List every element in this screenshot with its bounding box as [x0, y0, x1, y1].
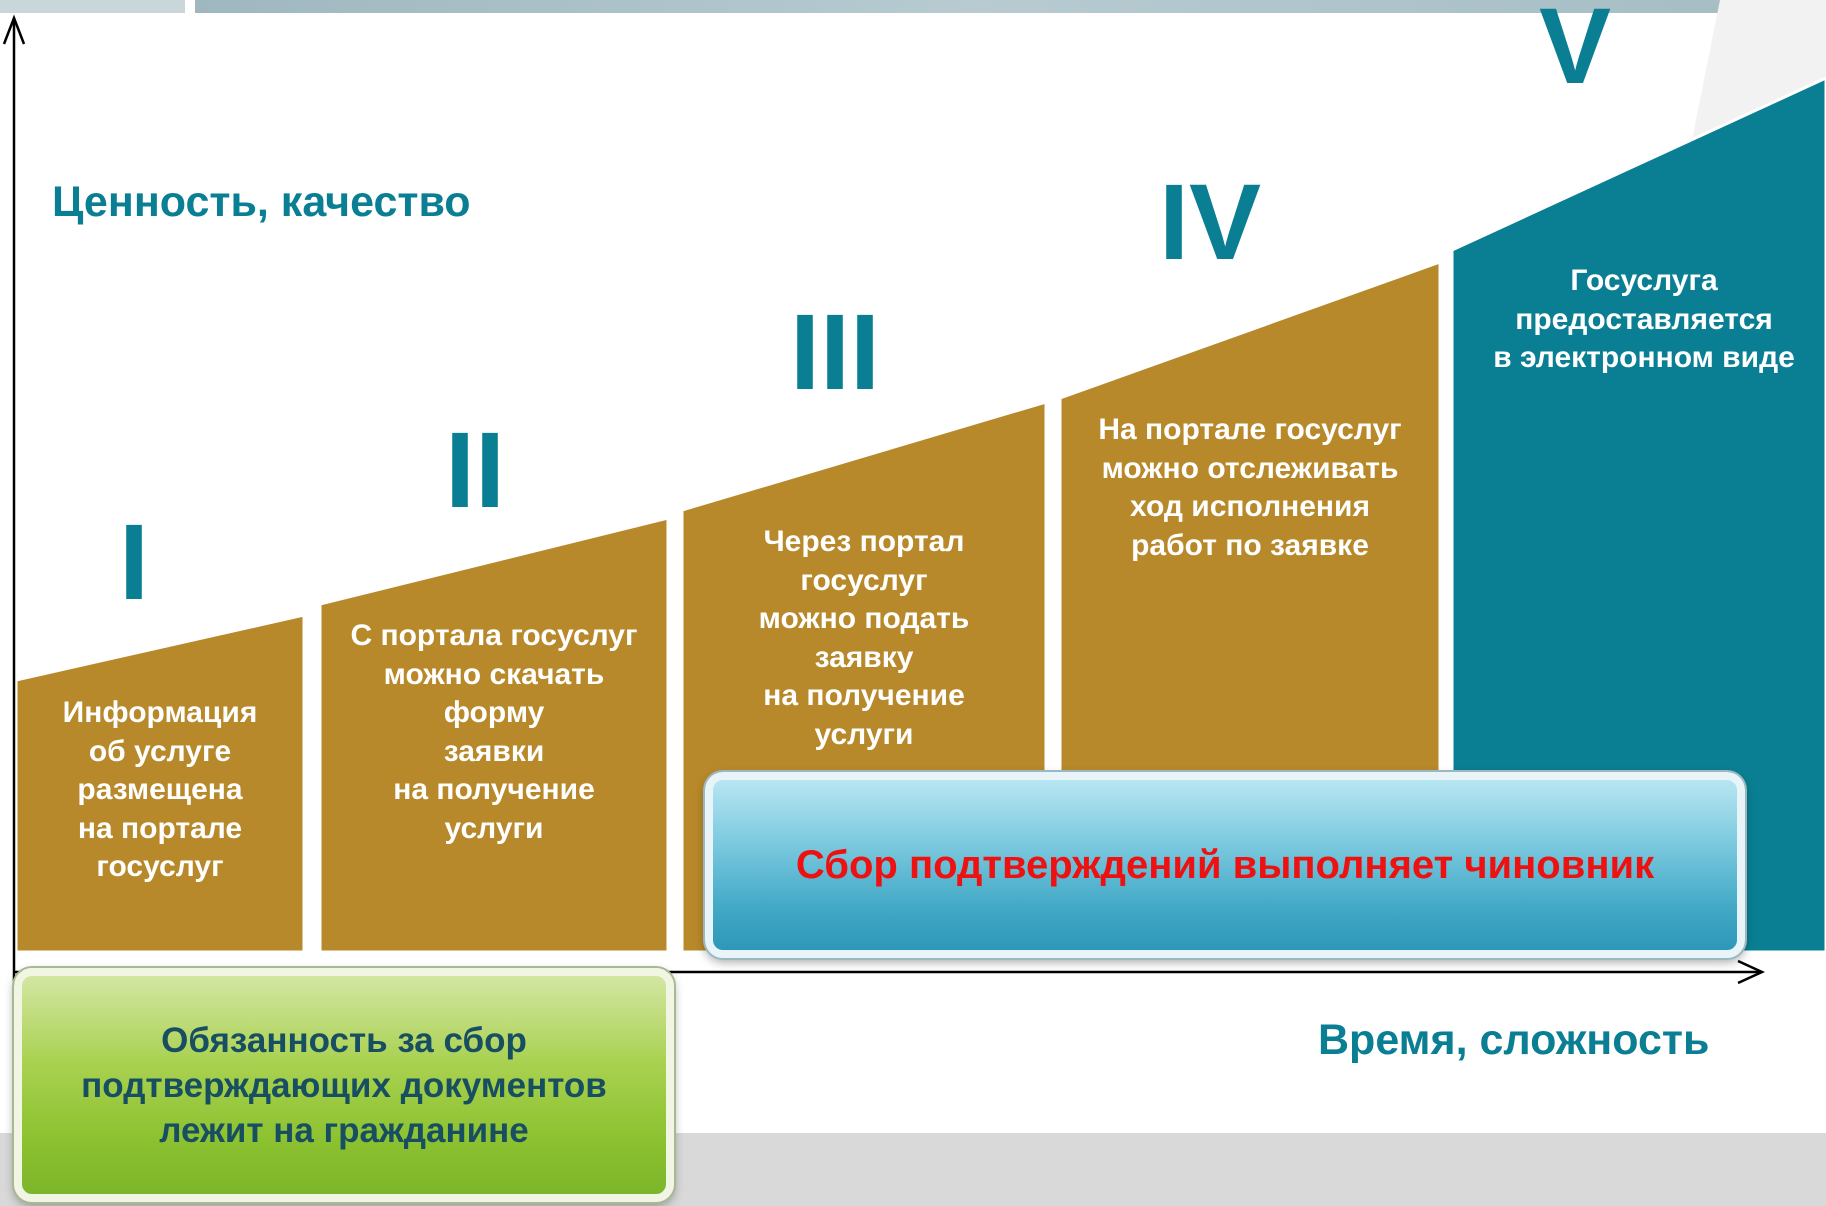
- stage-1-numeral: I: [118, 501, 149, 622]
- stage-5-numeral: V: [1538, 0, 1612, 106]
- logo-strip: [0, 0, 185, 13]
- stage-4-text: На портале госуслуг можно отслеживать хо…: [1098, 413, 1402, 562]
- stage-2-numeral: II: [444, 409, 505, 530]
- stage-5-bar: [1450, 76, 1826, 954]
- x-axis-label: Время, сложность: [1318, 1016, 1710, 1064]
- background-panel-right: [1690, 0, 1826, 150]
- stage-5-text: Госуслуга предоставляется в электронном …: [1493, 264, 1795, 374]
- stage-3-text: Через портал госуслуг можно подать заявк…: [758, 525, 970, 751]
- official-collects-text: Сбор подтверждений выполняет чиновник: [795, 842, 1655, 887]
- x-axis-arrow: [1737, 959, 1766, 985]
- top-banner: [195, 0, 1755, 13]
- stage-1-bar: [14, 613, 306, 954]
- stage-2-bar: [318, 516, 670, 954]
- y-axis-label: Ценность, качество: [52, 178, 471, 226]
- citizen-responsibility-text: Обязанность за сбор подтверждающих докум…: [81, 1020, 607, 1150]
- stage-2-text: С портала госуслуг можно скачать форму з…: [350, 619, 638, 845]
- y-axis-arrow: [2, 14, 26, 45]
- official-collects-callout: Сбор подтверждений выполняет чиновник: [705, 772, 1745, 958]
- stage-1-text: Информация об услуге размещена на портал…: [62, 696, 258, 883]
- stage-3-numeral: III: [789, 291, 881, 412]
- stage-4-numeral: IV: [1158, 161, 1262, 282]
- citizen-responsibility-callout: Обязанность за сбор подтверждающих докум…: [14, 968, 674, 1202]
